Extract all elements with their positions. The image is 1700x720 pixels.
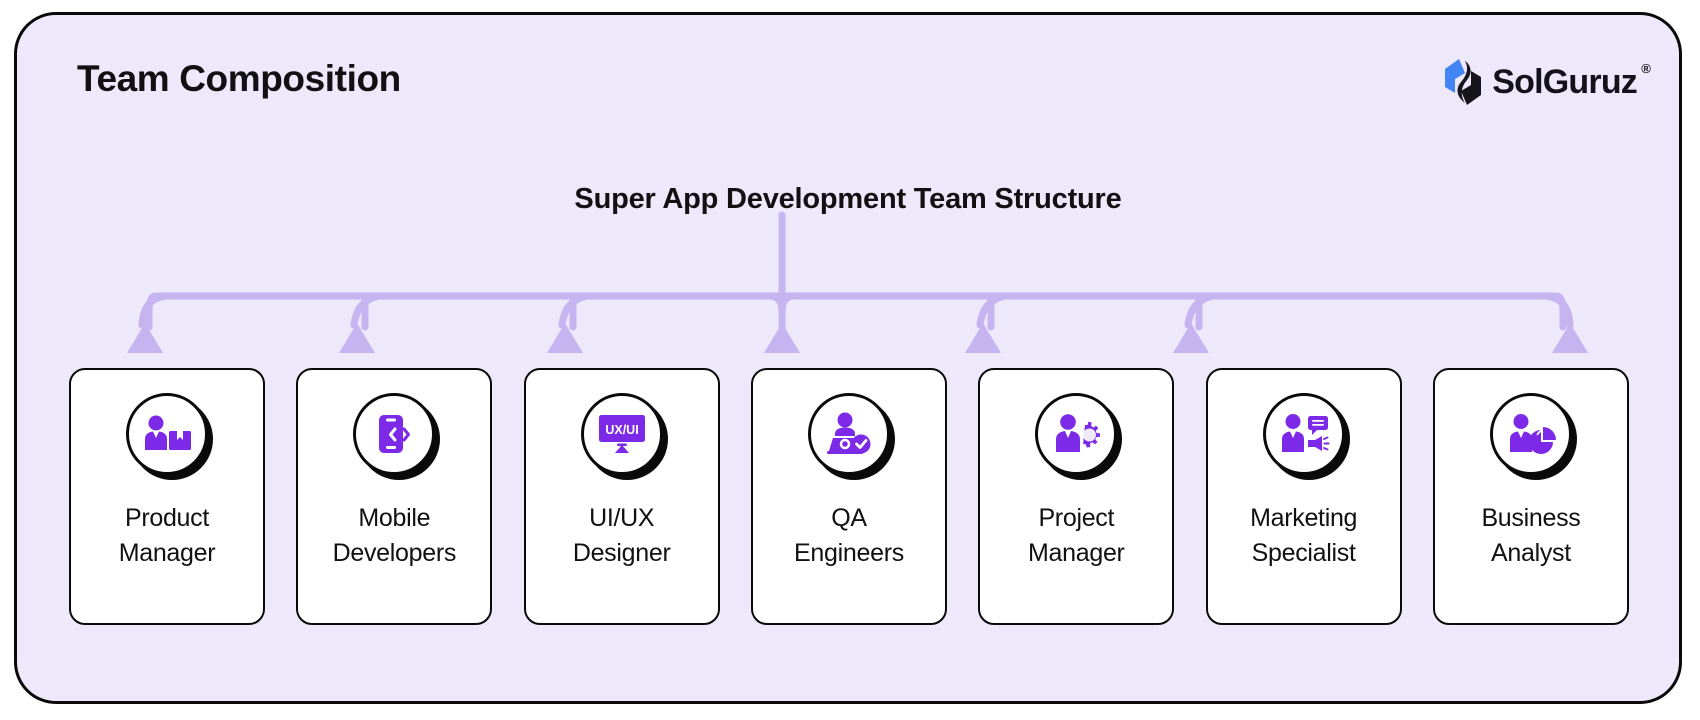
role-card-mobile-developers[interactable]: Mobile Developers bbox=[296, 368, 493, 625]
role-card-label: Mobile Developers bbox=[332, 504, 457, 567]
phone-code-icon bbox=[379, 415, 411, 453]
role-card-marketing-specialist[interactable]: Marketing Specialist bbox=[1205, 368, 1402, 625]
role-card-product-manager[interactable]: Product Manager bbox=[69, 368, 265, 625]
role-card-label: UI/UX Designer bbox=[572, 504, 671, 567]
logo-text-label: SolGuruz bbox=[1492, 62, 1638, 101]
role-card-label: Marketing Specialist bbox=[1250, 504, 1358, 567]
icon-circle bbox=[353, 393, 436, 475]
diagram-title: Super App Development Team Structure bbox=[574, 183, 1122, 215]
icon-wrapper bbox=[126, 393, 213, 480]
role-card-qa-engineers[interactable]: QA Engineers bbox=[750, 368, 947, 625]
person-megaphone-icon bbox=[1281, 414, 1330, 452]
icon-circle bbox=[1035, 393, 1118, 475]
connector-branch-1 bbox=[145, 292, 160, 331]
person-piechart-icon bbox=[1509, 414, 1556, 454]
diagram-frame: Team Composition SolGuruz® Super App Dev… bbox=[14, 12, 1682, 704]
icon-wrapper bbox=[353, 393, 441, 480]
solguruz-logo-icon bbox=[1445, 59, 1482, 105]
icon-wrapper bbox=[1035, 393, 1123, 480]
brand-logo: SolGuruz® bbox=[1441, 57, 1651, 107]
icon-wrapper bbox=[1262, 393, 1350, 480]
person-box-icon bbox=[145, 415, 191, 450]
logo-wordmark: SolGuruz® bbox=[1492, 61, 1650, 102]
connector-arrowheads bbox=[127, 323, 1588, 353]
icon-circle bbox=[1262, 393, 1345, 475]
icon-circle bbox=[807, 393, 890, 475]
registered-mark: ® bbox=[1641, 60, 1651, 76]
role-card-business-analyst[interactable]: Business Analyst bbox=[1432, 368, 1629, 625]
monitor-uxui-icon: UX/UI bbox=[598, 415, 645, 453]
icon-circle bbox=[1489, 393, 1572, 475]
icon-wrapper bbox=[1489, 393, 1577, 480]
role-cards-row: Product Manager bbox=[69, 368, 1629, 625]
role-card-uiux-designer[interactable]: UX/UI UI/UX Designer bbox=[523, 368, 720, 625]
person-laptop-check-icon bbox=[826, 412, 871, 454]
icon-text-uxui: UX/UI bbox=[605, 423, 638, 437]
role-card-label: Product Manager bbox=[118, 504, 216, 567]
role-card-label: Project Manager bbox=[1028, 504, 1125, 567]
icon-circle bbox=[126, 393, 208, 475]
role-card-project-manager[interactable]: Project Manager bbox=[978, 368, 1175, 625]
connector-branch-7 bbox=[1552, 292, 1567, 331]
role-card-label: QA Engineers bbox=[794, 504, 904, 567]
page-title: Team Composition bbox=[77, 58, 401, 99]
icon-wrapper bbox=[807, 393, 895, 480]
role-card-label: Business Analyst bbox=[1481, 504, 1581, 567]
icon-circle: UX/UI bbox=[580, 393, 663, 475]
icon-wrapper: UX/UI bbox=[580, 393, 668, 480]
person-gear-icon bbox=[1056, 414, 1101, 452]
